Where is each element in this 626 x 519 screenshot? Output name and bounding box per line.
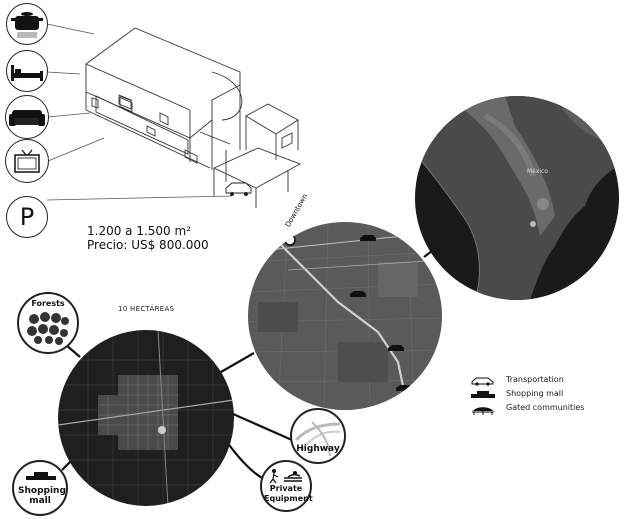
tv-icon <box>14 149 40 173</box>
legend-item: Gated communities <box>470 402 620 416</box>
regional-map: México <box>415 96 619 300</box>
parking-circle: P <box>6 196 48 238</box>
site-area-label: 10 HECTÁREAS <box>118 305 175 313</box>
shopping-mall-circle: Shopping mall <box>12 460 68 516</box>
legend-label: Transportation <box>506 375 564 384</box>
mall-icon <box>26 472 56 480</box>
highway-icon <box>294 421 341 457</box>
city-map <box>248 222 442 410</box>
forests-circle: Forests <box>17 292 79 354</box>
private-equipment-circle: Private Equipment <box>260 460 313 512</box>
legend-item: Transportation <box>470 374 620 388</box>
legend-item: Shopping mall <box>470 388 620 402</box>
sports-icon <box>269 469 302 484</box>
sofa-icon <box>9 110 45 126</box>
mexico-label: México <box>527 168 548 175</box>
bedroom-circle <box>6 50 48 92</box>
car-icon <box>471 377 494 386</box>
trees-icon <box>27 312 69 345</box>
tv-circle <box>5 139 49 183</box>
mall-icon <box>471 391 495 398</box>
living-circle <box>5 95 49 139</box>
house-price: Precio: US$ 800.000 <box>87 238 209 252</box>
legend-label: Gated communities <box>506 403 585 412</box>
highway-circle: Highway <box>290 408 346 464</box>
house-area: 1.200 a 1.500 m² <box>87 224 192 238</box>
legend: Transportation Shopping mall Gated commu… <box>470 374 620 416</box>
kitchen-circle <box>6 3 48 45</box>
town-map <box>58 330 234 506</box>
pot-icon <box>11 12 43 38</box>
parking-icon: P <box>19 203 35 231</box>
highway-label: Highway <box>296 444 340 454</box>
legend-label: Shopping mall <box>506 389 564 398</box>
bed-icon <box>11 65 43 81</box>
shopping-mall-label: Shopping mall <box>18 486 66 506</box>
carport-car-icon <box>225 182 252 196</box>
private-equipment-label: Private Equipment <box>264 484 313 503</box>
forests-label: Forests <box>31 299 65 308</box>
gated-icon <box>472 407 494 415</box>
